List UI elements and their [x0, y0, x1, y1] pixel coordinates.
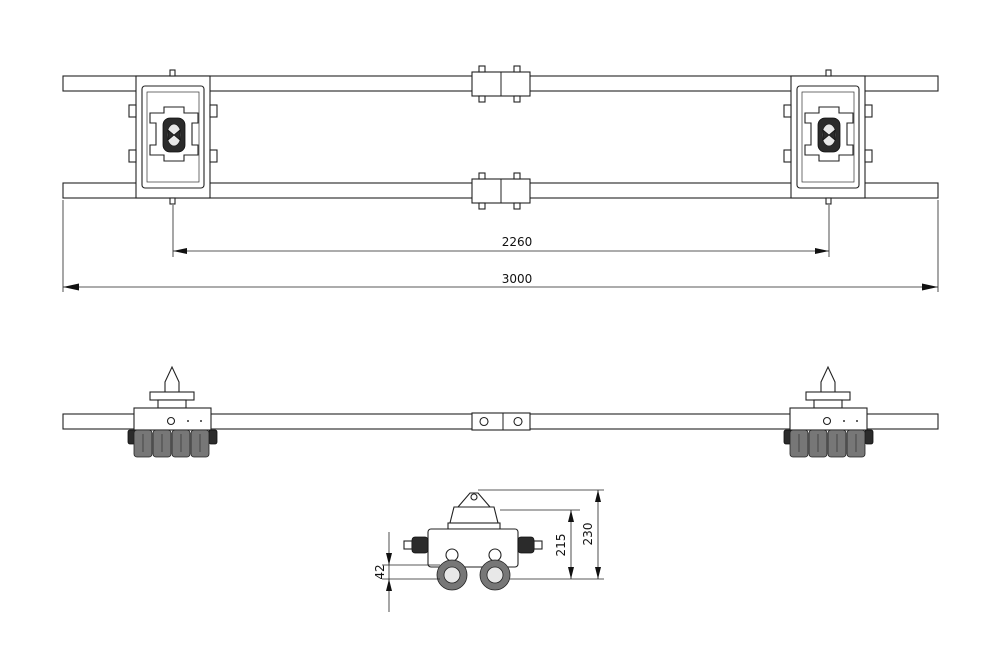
right-dolly-side: [783, 365, 874, 458]
left-dolly-top: [128, 69, 218, 205]
dimension-height-230: 230: [478, 489, 604, 580]
dimension-height-215: 215: [500, 509, 580, 579]
dimension-wheel-offset-42: 42: [373, 532, 440, 612]
dimension-label-215: 215: [554, 534, 568, 557]
top-view: 2260 3000: [62, 65, 939, 292]
dimension-inner-span: 2260: [172, 205, 830, 257]
detail-view: 230 215 42: [373, 489, 604, 612]
rail-joint-lower: [471, 172, 531, 210]
side-view: [62, 365, 939, 458]
dimension-label-2260: 2260: [502, 235, 533, 249]
right-dolly-top: [783, 69, 873, 205]
dimension-overall-length: 3000: [62, 200, 939, 292]
side-rail-joint: [471, 412, 531, 431]
dimension-label-3000: 3000: [502, 272, 533, 286]
left-dolly-side: [127, 365, 218, 458]
dimension-label-42: 42: [373, 564, 387, 579]
rail-joint-upper: [471, 65, 531, 103]
dimension-label-230: 230: [581, 523, 595, 546]
